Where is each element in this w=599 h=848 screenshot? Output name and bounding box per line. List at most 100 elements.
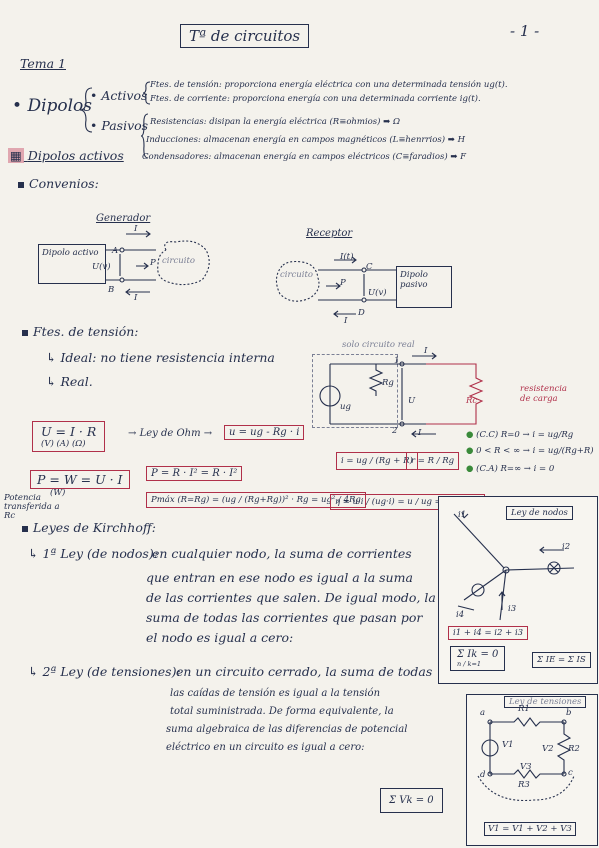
nodos-i2: i2: [562, 542, 571, 552]
receptor-u: U(v): [368, 288, 387, 298]
dipolos-label: • Dipolos: [12, 96, 93, 116]
ley-tensiones-panel: [466, 694, 598, 846]
tensiones-diagram: [477, 717, 575, 802]
rc-label: Rc: [466, 396, 478, 406]
sum-vk-box: Σ Vk = 0: [380, 788, 443, 813]
ftes-tension-heading: Ftes. de tensión:: [22, 324, 139, 339]
generador-u: U(v): [92, 262, 111, 272]
current-bot: I: [418, 428, 422, 438]
r-ratio: r = R / Rg: [406, 452, 460, 470]
generador-title: Generador: [96, 213, 151, 224]
dipolos-activos-heading: ▦ Dipolos activos: [8, 148, 124, 163]
generador-wires: [106, 230, 210, 296]
rg-label: Rg: [382, 378, 394, 388]
receptor-circuito: circuito: [280, 270, 314, 280]
solo-circuito-real: solo circuito real: [342, 340, 415, 350]
ley1-line-3: suma de todas las corrientes que pasan p…: [146, 610, 423, 625]
u-label: U: [408, 396, 416, 406]
generador-i-top: I: [134, 224, 138, 234]
current-top: I: [424, 346, 428, 356]
tens-b: b: [566, 708, 572, 718]
activos-item-1: Ftes. de corriente: proporciona energía …: [150, 94, 481, 104]
generador-p: P: [150, 258, 156, 268]
brace-pasivos: [140, 113, 149, 159]
ug-label: ug: [340, 402, 351, 412]
ley1-line-0: en cualquier nodo, la suma de corrientes: [152, 546, 412, 561]
ca-case: ● (C.A) R=∞ → i = 0: [466, 464, 555, 474]
ley1-line-4: el nodo es igual a cero:: [146, 630, 294, 645]
sum-ie-is-box: Σ IE = Σ IS: [532, 652, 591, 668]
ley2-line-4: eléctrico en un circuito es igual a cero…: [166, 742, 365, 753]
ideal-line: ↳ Ideal: no tiene resistencia interna: [46, 350, 275, 365]
tens-a: a: [480, 708, 486, 718]
pasivos-label: • Pasivos: [90, 118, 149, 133]
nodos-i3: i3: [508, 604, 517, 614]
node-1: 1: [394, 356, 400, 366]
generador-i-bot: I: [134, 293, 138, 303]
ley2-line-2: total suministrada. De forma equivalente…: [170, 706, 394, 717]
nodos-diagram: [453, 511, 575, 621]
pasivos-item-1: Inducciones: almacenan energía en campos…: [146, 135, 465, 145]
tens-r3: R3: [518, 780, 530, 790]
generador-circuito: circuito: [162, 256, 196, 266]
receptor-dipolo: Dipolo pasivo: [396, 266, 452, 308]
ley2-line-0: en un circuito cerrado, la suma de todas: [176, 664, 433, 679]
generador-dipolo: Dipolo activo: [38, 244, 106, 284]
brace: [79, 87, 93, 133]
receptor-d: D: [358, 308, 365, 318]
ley2-line-1: las caídas de tensión es igual a la tens…: [170, 688, 381, 699]
receptor-wires: [275, 256, 396, 318]
cc-case: ● (C.C) R=0 → i = ug/Rg: [466, 430, 574, 440]
node-2: 2: [392, 426, 398, 436]
activos-label: • Activos: [90, 88, 148, 103]
ley1-line-1: que entran en ese nodo es igual a la sum…: [146, 570, 413, 585]
u-eq: u = ug - Rg · i: [224, 425, 305, 440]
tens-r2: R2: [568, 744, 580, 754]
receptor-i-top: I(t): [340, 252, 354, 262]
ohm-formula: U = I · R(V) (A) (Ω): [32, 421, 106, 452]
tens-v3: V3: [520, 762, 532, 772]
tens-v1: V1: [502, 740, 514, 750]
i-eq: i = ug / (Rg + R): [336, 452, 418, 470]
ley1-label: ↳ 1ª Ley (de nodos):: [28, 546, 158, 561]
ley2-label: ↳ 2ª Ley (de tensiones):: [28, 664, 181, 679]
real-circuit: [319, 352, 484, 438]
pasivos-item-2: Condensadores: almacenan energía en camp…: [142, 152, 467, 162]
power-units: (W): [50, 488, 66, 498]
ley-nodos-title: Ley de nodos: [506, 506, 573, 520]
page-title: Tª de circuitos: [180, 24, 310, 48]
nodos-i1: i1: [458, 510, 467, 520]
ley-ohm-label: → Ley de Ohm →: [128, 428, 213, 439]
nodos-eq: i1 + i4 = i2 + i3: [448, 626, 529, 640]
tens-c: c: [568, 768, 573, 778]
receptor-title: Receptor: [306, 228, 353, 239]
ley-tensiones-title: Ley de tensiones: [504, 696, 587, 708]
p-rl: P = R · I² = R · I²: [146, 466, 243, 481]
convenios-heading: Convenios:: [18, 176, 99, 191]
generador-b: B: [108, 285, 115, 295]
mid-case: ● 0 < R < ∞ → i = ug/(Rg+R): [466, 446, 594, 456]
real-source-dashed-box: [312, 354, 398, 428]
tens-r1: R1: [518, 704, 530, 714]
receptor-c: C: [366, 262, 373, 272]
pmax: Pmáx (R=Rg) = (ug / (Rg+Rg))² · Rg = ug²…: [146, 492, 366, 508]
tema-heading: Tema 1: [20, 56, 66, 71]
pasivos-item-0: Resistencias: disipan la energía eléctri…: [150, 117, 401, 127]
ley2-line-3: suma algebraica de las diferencias de po…: [166, 724, 408, 735]
activos-item-0: Ftes. de tensión: proporciona energía el…: [150, 80, 508, 90]
kirchhoff-heading: Leyes de Kirchhoff:: [22, 520, 156, 535]
receptor-i-bot: I: [344, 316, 348, 326]
generador-a: A: [112, 246, 119, 256]
real-line: ↳ Real.: [46, 374, 93, 389]
tens-v2: V2: [542, 744, 554, 754]
tens-v-eq: V1 = V1 + V2 + V3: [484, 822, 576, 836]
tens-d: d: [480, 770, 486, 780]
page-number: - 1 -: [510, 22, 540, 40]
resistencia-carga: resistencia de carga: [520, 384, 568, 404]
receptor-p: P: [340, 278, 346, 288]
potencia-label: Potencia transferida a Rc: [4, 493, 60, 521]
ley1-line-2: de las corrientes que salen. De igual mo…: [146, 590, 436, 605]
power-formula: P = W = U · I: [30, 470, 130, 489]
brace-activos: [142, 81, 151, 105]
